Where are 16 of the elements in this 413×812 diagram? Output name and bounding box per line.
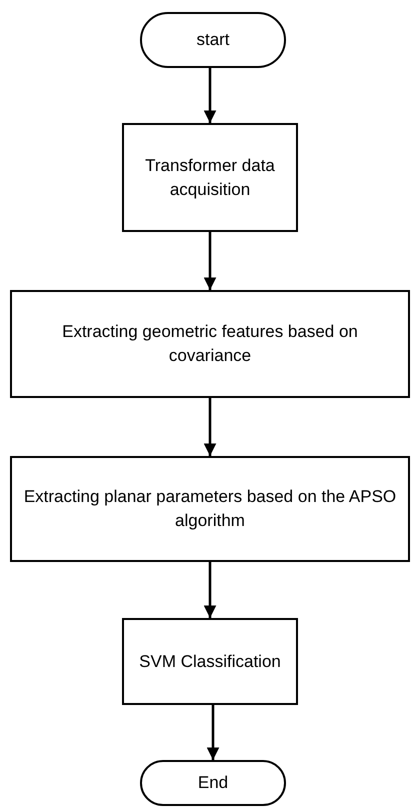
node-text: Extracting planar parameters based on the APSO algorithm	[22, 486, 398, 532]
node-text: Extracting geometric features based on covariance	[61, 321, 359, 367]
arrow	[204, 68, 216, 123]
arrow	[204, 398, 216, 456]
process-box	[10, 290, 410, 398]
process-box	[122, 123, 298, 232]
process-box	[122, 618, 298, 705]
node-text: SVM Classification	[139, 650, 281, 672]
arrow	[206, 705, 220, 760]
node-text: End	[198, 772, 228, 794]
arrow	[204, 232, 216, 290]
arrow	[204, 562, 216, 618]
terminal-shape	[140, 760, 286, 806]
process-box	[10, 456, 410, 562]
node-text: Transformer data acquisition	[144, 154, 276, 200]
node-text: start	[196, 29, 230, 51]
